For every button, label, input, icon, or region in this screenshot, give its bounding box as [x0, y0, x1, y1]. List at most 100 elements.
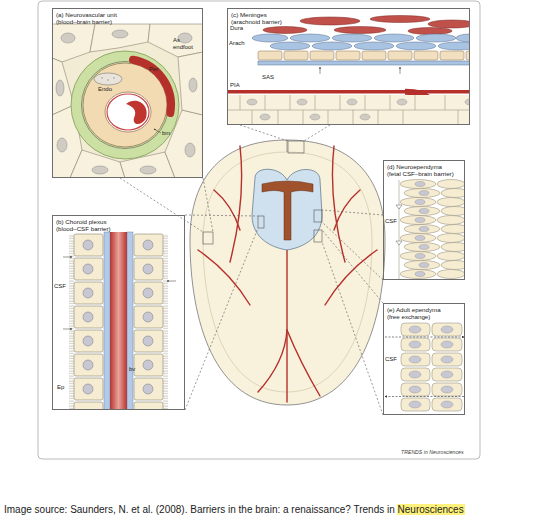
- brain-section-part-part: [334, 190, 360, 230]
- meninges-art-part: [247, 99, 470, 120]
- choroid-plexus-art-part: [63, 329, 72, 330]
- choroid-plexus-art-part: [163, 234, 168, 410]
- meninges-art-part-part: [300, 17, 360, 25]
- meninges-art-part-part: [408, 28, 452, 35]
- part-label: bv: [129, 366, 135, 373]
- choroid-plexus-art-part: [167, 281, 176, 282]
- neurovascular-unit-art-part-part: [56, 80, 64, 96]
- figure-frame-part: [38, 1, 480, 459]
- part-label: Ep: [57, 384, 64, 391]
- layer-label: Arach: [229, 40, 245, 47]
- neuroependyma-art-part-part: [415, 254, 425, 259]
- brain-section-part: [190, 140, 385, 405]
- adult-ependyma-art-part-part: [441, 401, 453, 408]
- choroid-plexus-art-part-part: [74, 306, 103, 328]
- meninges-art-part-part: [270, 42, 310, 50]
- choroid-plexus-art-part-part: [74, 282, 103, 304]
- adult-ependyma-art-part-part: [409, 386, 421, 393]
- leader-lines-part: [258, 216, 264, 228]
- neuroependyma-art-part-part: [404, 261, 440, 270]
- neuroependyma-art-part-part: [419, 245, 429, 250]
- meninges-art-part: [258, 61, 470, 65]
- neuroependyma-art-part-part: [400, 198, 436, 207]
- choroid-plexus-art-part-part: [134, 234, 163, 256]
- neuroependyma-art-part-part: [441, 225, 465, 234]
- adult-ependyma-art-part: [385, 396, 464, 397]
- panel-title: (b) Choroid plexus: [56, 218, 181, 225]
- region-label: CSF: [54, 283, 66, 290]
- part-label: Per: [149, 66, 158, 73]
- brain-section-part-part: [198, 250, 250, 305]
- adult-ependyma-art-part-part: [432, 323, 462, 336]
- brain-section-part: [252, 169, 322, 250]
- brain-section-part-part: [258, 250, 287, 392]
- neuroependyma-art-part-part: [419, 263, 429, 268]
- image-caption: Image source: Saunders, N. et al. (2008)…: [4, 504, 464, 516]
- neuroependyma-art-part-part: [437, 252, 465, 261]
- neurovascular-unit-art-part-part: [61, 33, 75, 43]
- neuroependyma-art-part-part: [441, 243, 465, 252]
- leader-lines-part: [120, 178, 203, 232]
- meninges-art-part-part: [332, 34, 372, 42]
- meninges-art-part-part: [370, 16, 430, 23]
- brain-section-part-part: [287, 330, 320, 396]
- panel-subtitle: (fetal CSF–brain barrier): [387, 170, 461, 177]
- neuroependyma-art-part-part: [404, 189, 440, 198]
- adult-ependyma-art-part-part: [432, 398, 462, 411]
- adult-ependyma-art-part-part: [432, 338, 462, 351]
- neuroependyma-art-part: [399, 180, 400, 280]
- neurovascular-unit-art: [52, 24, 203, 178]
- choroid-plexus-art-part-part: [83, 360, 93, 370]
- choroid-plexus-art-part-part: [83, 384, 93, 394]
- neurovascular-unit-art-part-part: [185, 143, 195, 157]
- choroid-plexus-art-part-part: [143, 336, 153, 346]
- figure-frame: [38, 1, 480, 459]
- neuroependyma-art-part-part: [415, 218, 425, 223]
- adult-ependyma-art-part-part: [401, 383, 430, 396]
- adult-ependyma-art-part: [385, 337, 464, 338]
- choroid-plexus-art-part-part: [143, 312, 153, 322]
- panel-title: (e) Adult ependyma: [387, 306, 461, 313]
- choroid-plexus-art-part-part: [134, 402, 163, 410]
- meninges-art-part-part: [336, 51, 360, 60]
- part-label: Endo: [98, 86, 112, 93]
- leader-lines-part: [322, 222, 383, 280]
- choroid-plexus-art-part: [74, 234, 163, 410]
- adult-ependyma-art-part-part: [432, 353, 462, 366]
- neuroependyma-art-part-part: [415, 272, 425, 277]
- choroid-plexus-art-part-part: [83, 264, 93, 274]
- brain-section-part-part: [325, 250, 377, 305]
- neurovascular-unit-art-part: [107, 94, 149, 130]
- choroid-plexus-art-part-part: [134, 354, 163, 376]
- neurovascular-unit-art-part-part: [178, 52, 203, 115]
- neuroependyma-art-part-part: [400, 270, 436, 279]
- choroid-plexus-art-part-part: [143, 384, 153, 394]
- choroid-plexus-art-part-part: [143, 264, 153, 274]
- neuroependyma-art-part-part: [441, 189, 465, 198]
- choroid-plexus-art-part: [127, 232, 133, 410]
- layer-label: SAS: [262, 74, 274, 81]
- choroid-plexus-art-part: [104, 232, 110, 410]
- meninges-art-part: [227, 95, 470, 125]
- leader-lines-part: [185, 215, 258, 216]
- leader-lines-part: [185, 228, 258, 410]
- neurovascular-unit-art-part-part: [178, 33, 192, 43]
- panel-title: (d) Neuroependyma: [387, 163, 461, 170]
- meninges-art-part-part: [396, 42, 436, 50]
- leader-lines-part: [304, 125, 330, 141]
- meninges-art-part: [263, 16, 470, 35]
- adult-ependyma-art: [385, 323, 464, 411]
- meninges-art: [227, 16, 470, 126]
- neuroependyma-art-part-part: [437, 270, 465, 279]
- part-label: bm: [162, 130, 170, 137]
- layer-label: PIA: [230, 82, 240, 89]
- leader-lines-part: [314, 210, 322, 222]
- panel-box: (c) Meninges(arachnoid barrier): [227, 8, 470, 125]
- adult-ependyma-art-part-part: [432, 368, 462, 381]
- choroid-plexus-art-part: [83, 240, 153, 394]
- leader-lines-part: [203, 232, 213, 244]
- neuroependyma-art-part-part: [400, 216, 436, 225]
- meninges-art-part-part: [310, 114, 320, 120]
- neuroependyma-art: [396, 180, 465, 281]
